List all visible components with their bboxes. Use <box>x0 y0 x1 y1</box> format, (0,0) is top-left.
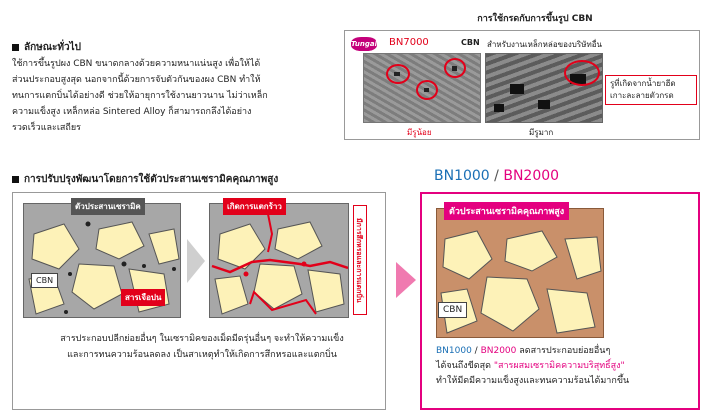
cbn-label: CBN <box>31 273 59 288</box>
desc-line2-pre: ได้จนถึงขีดสุด <box>436 361 494 371</box>
improvement-heading-text: การปรับปรุงพัฒนาโดยการใช้ตัวประสานเซรามิ… <box>24 174 279 185</box>
square-bullet-icon <box>12 44 19 51</box>
improvement-description: สารประกอบปลีกย่อยอื่นๆ ในเซรามิคของเม็ดม… <box>27 331 377 363</box>
general-line: ความแข็งสูง เหล็กหล่อ Sintered Alloy ก็ส… <box>12 107 252 117</box>
tungaloy-logo: Tungaloy <box>351 37 386 51</box>
square-bullet-icon <box>12 176 19 183</box>
high-purity-grains-svg <box>440 230 602 334</box>
impurity-label: สารเจือปน <box>121 289 166 306</box>
conventional-microstructure <box>23 203 181 318</box>
few-pores-caption: มีรูน้อย <box>407 128 432 137</box>
arrow-right-pink-icon <box>396 262 416 298</box>
general-heading: ลักษณะทั่วไป <box>12 40 81 55</box>
conventional-binder-panel: ตัวประสานเซรามิค CBN สารเจือปน เกิดการแต… <box>12 192 386 410</box>
pore-callout: รูที่เกิดจากน้ำยาฮีด เกาะละลายตัวกรด <box>605 75 697 105</box>
high-purity-binder-panel: ตัวประสานเซรามิคคุณภาพสูง CBN BN1000 / B… <box>420 192 700 410</box>
desc-bn1000: BN1000 <box>436 346 472 356</box>
improvement-heading: การปรับปรุงพัฒนาโดยการใช้ตัวประสานเซรามิ… <box>12 172 278 187</box>
general-description: ใช้การขึ้นรูปผง CBN ขนาดกลางด้วยความหนาแ… <box>12 56 332 136</box>
wear-chipping-label: มีการสึกหรอและการแตกบิ่น <box>353 205 367 315</box>
new-desc-line-2: ได้จนถึงขีดสุด "สารผสมเซรามิคความบริสุทธ… <box>436 359 686 374</box>
general-line: รวดเร็วและเสถียร <box>12 123 81 133</box>
product-name: BN7000 <box>389 37 429 48</box>
improvement-line: และการทนความร้อนลดลง เป็นสาเหตุทำให้เกิด… <box>67 350 337 360</box>
callout-line: เกาะละลายตัวกรด <box>610 91 674 100</box>
new-product-title: BN1000 / BN2000 <box>434 168 559 184</box>
general-line: ใช้การขึ้นรูปผง CBN ขนาดกลางด้วยความหนาแ… <box>12 59 261 69</box>
high-purity-microstructure <box>436 208 604 338</box>
high-purity-binder-label: ตัวประสานเซรามิคคุณภาพสูง <box>444 202 570 220</box>
general-line: ทนการแตกบิ่นได้อย่างดี ช่วยให้อายุการใช้… <box>12 91 268 101</box>
desc-line1-rest: ลดสารประกอบย่อยอื่นๆ <box>516 346 611 356</box>
competitor-micrograph <box>485 53 603 123</box>
desc-highlight: "สารผสมเซรามิคความบริสุทธิ์สูง" <box>493 361 625 371</box>
cbn-label-new: CBN <box>438 302 468 318</box>
new-desc-line-1: BN1000 / BN2000 ลดสารประกอบย่อยอื่นๆ <box>436 344 686 359</box>
competitor-prefix: CBN <box>461 38 480 47</box>
binder-label: ตัวประสานเซรามิค <box>71 198 145 215</box>
cracked-grains-svg <box>211 213 348 315</box>
title-separator: / <box>494 168 499 184</box>
title-bn2000: BN2000 <box>503 168 560 184</box>
new-desc-line-3: ทำให้มีดมีความแข็งสูงและทนความร้อนได้มาก… <box>436 376 630 386</box>
title-bn1000: BN1000 <box>434 168 490 184</box>
crack-label: เกิดการแตกร้าว <box>223 198 286 215</box>
many-pores-caption: มีรูมาก <box>529 128 554 137</box>
new-product-description: BN1000 / BN2000 ลดสารประกอบย่อยอื่นๆ ได้… <box>436 344 686 389</box>
competitor-description: สำหรับงานเหล็กหล่อของบริษัทอื่น <box>487 40 602 49</box>
bn7000-micrograph <box>363 53 481 123</box>
general-heading-text: ลักษณะทั่วไป <box>24 42 82 53</box>
general-line: ส่วนประกอบสูงสุด นอกจากนี้ด้วยการจับตัวก… <box>12 75 261 85</box>
desc-bn2000: BN2000 <box>480 346 517 356</box>
comparison-title: การใช้กรดกับการขึ้นรูป CBN <box>477 14 593 24</box>
callout-line: รูที่เกิดจากน้ำยาฮีด <box>610 79 676 88</box>
improvement-line: สารประกอบปลีกย่อยอื่นๆ ในเซรามิคของเม็ดม… <box>60 334 344 344</box>
cracked-microstructure <box>209 203 349 318</box>
desc-separator: / <box>471 346 481 356</box>
comparison-panel: Tungaloy BN7000 CBN สำหรับงานเหล็กหล่อขอ… <box>344 30 700 140</box>
arrow-right-icon <box>187 239 205 283</box>
